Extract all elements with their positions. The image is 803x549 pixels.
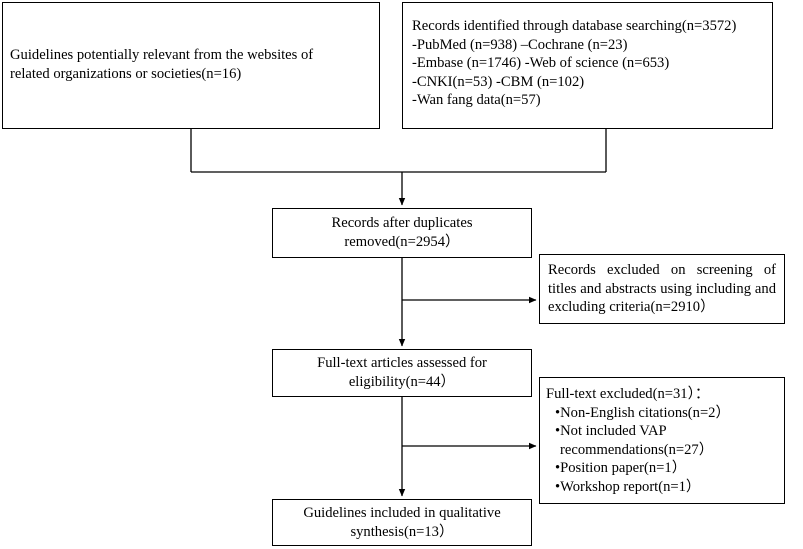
box-excluded-screening: Records excluded on screening of titles … <box>539 254 785 324</box>
box-line: synthesis(n=13） <box>350 523 454 540</box>
box-fulltext-excluded: Full-text excluded(n=31）： •Non-English c… <box>539 377 785 504</box>
list-item: •Not included VAP <box>555 423 667 439</box>
box-line: Guidelines included in qualitative <box>303 505 501 521</box>
box-line: -Embase (n=1746) -Web of science (n=653) <box>412 55 670 71</box>
excluded-reasons-list: •Non-English citations(n=2） •Not include… <box>546 404 780 497</box>
list-item: •Non-English citations(n=2） <box>555 404 731 421</box>
box-line: -PubMed (n=938) –Cochrane (n=23) <box>412 36 628 53</box>
list-item: •Workshop report(n=1） <box>555 478 701 495</box>
box-line: eligibility(n=44） <box>348 373 456 390</box>
box-line: -CNKI(n=53) -CBM (n=102) <box>412 73 585 90</box>
box-fulltext-assessed: Full-text articles assessed for eligibil… <box>272 349 532 397</box>
box-line: Full-text articles assessed for <box>317 355 487 371</box>
list-item: recommendations(n=27） <box>560 441 714 458</box>
box-title: Full-text excluded(n=31）： <box>546 386 710 402</box>
list-item: •Position paper(n=1） <box>555 460 687 476</box>
box-line: Records after duplicates <box>331 215 473 231</box>
box-guidelines-websites: Guidelines potentially relevant from the… <box>2 2 380 129</box>
box-after-duplicates: Records after duplicates removed(n=2954） <box>272 208 532 258</box>
box-included: Guidelines included in qualitative synth… <box>272 499 532 546</box>
box-line: Guidelines potentially relevant from the… <box>10 47 314 63</box>
box-line: -Wan fang data(n=57) <box>412 92 541 108</box>
box-line: related organizations or societies(n=16) <box>10 65 242 82</box>
box-line: Records identified through database sear… <box>412 18 737 34</box>
box-database-search: Records identified through database sear… <box>402 2 773 129</box>
box-text: Records excluded on screening of titles … <box>548 262 776 315</box>
box-line: removed(n=2954） <box>344 233 460 250</box>
